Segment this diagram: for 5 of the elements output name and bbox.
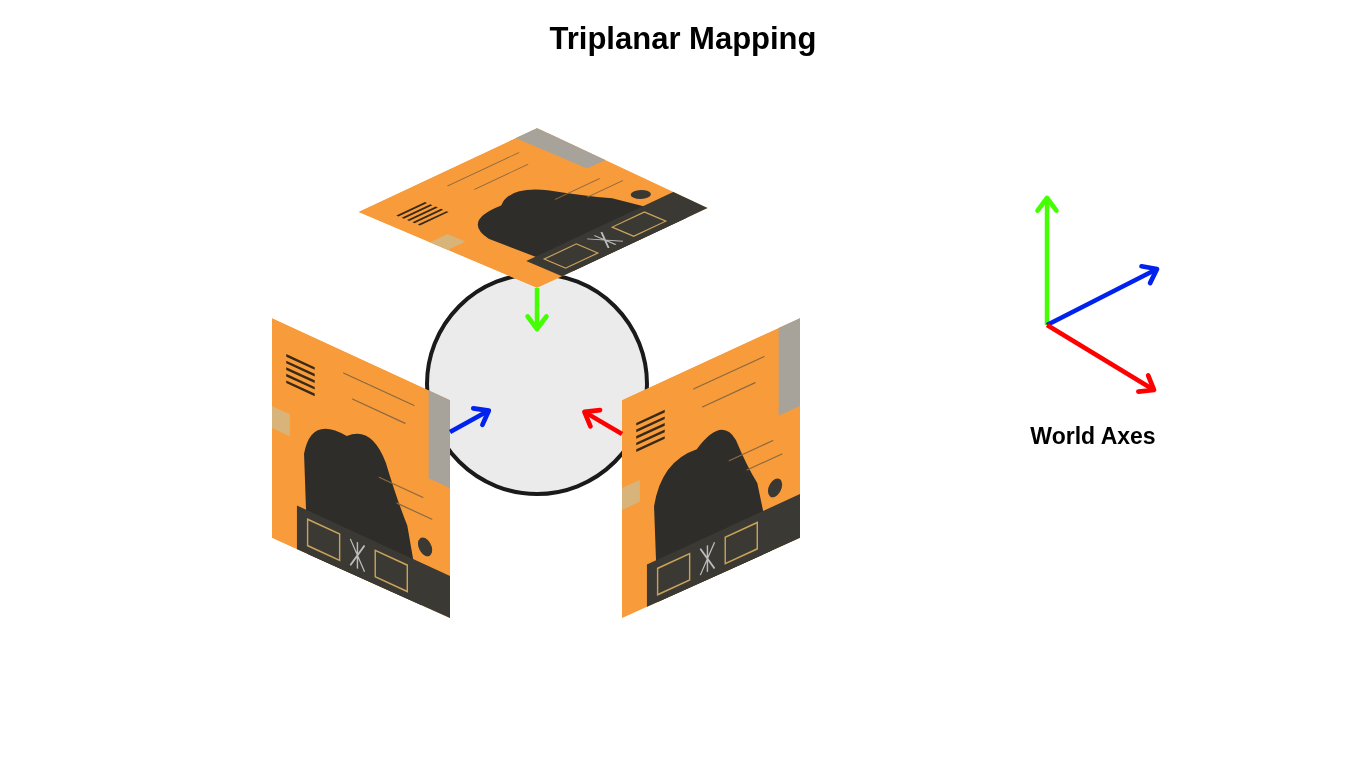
diagram-title: Triplanar Mapping: [549, 20, 817, 58]
arrow: [448, 406, 492, 434]
axes-label: World Axes: [1029, 422, 1157, 451]
arrow: [582, 407, 624, 436]
arrow: [525, 288, 549, 332]
